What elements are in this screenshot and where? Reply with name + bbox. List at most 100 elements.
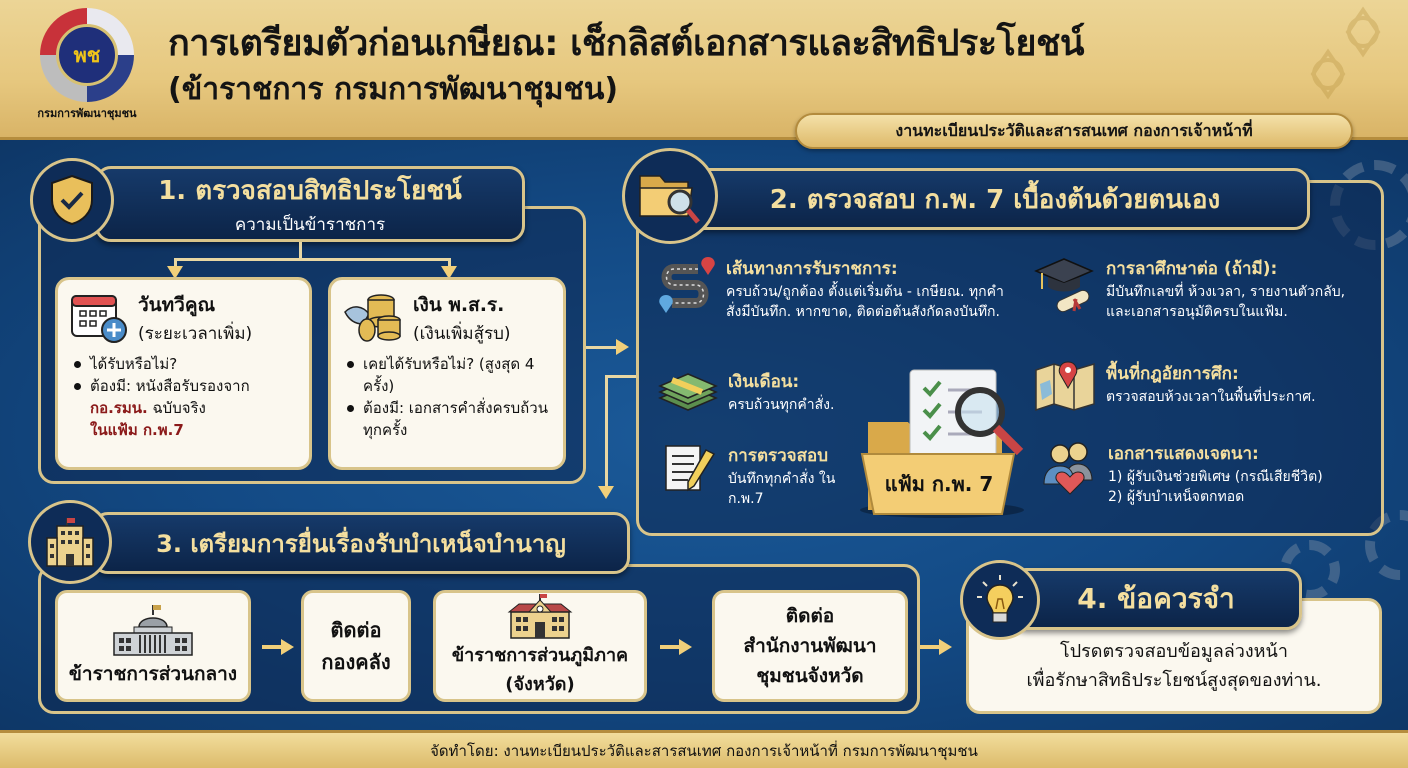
reminder-text: เพื่อรักษาสิทธิประโยชน์สูงสุดของท่าน.	[1026, 670, 1322, 691]
card-bullets: ได้รับหรือไม่? ต้องมี: หนังสือรับรองจาก	[70, 353, 297, 397]
item-title: การตรวจสอบ	[728, 446, 829, 466]
capitol-building-icon	[113, 605, 193, 656]
arrow-down-icon	[598, 486, 614, 499]
arrow-down-icon	[441, 266, 457, 279]
office-building-icon	[46, 518, 94, 567]
card-subtitle: (เงินเพิ่มสู้รบ)	[413, 324, 511, 344]
flow-regional-officials: ข้าราชการส่วนภูมิภาค (จังหวัด)	[433, 590, 647, 702]
connector-line	[605, 375, 637, 378]
item-title: การลาศึกษาต่อ (ถ้ามี):	[1106, 259, 1278, 279]
bullet-item: ได้รับหรือไม่?	[70, 353, 297, 375]
kp7-folder-illustration: แฟ้ม ก.พ. 7	[852, 362, 1032, 522]
highlight-kp7-file: ในแฟ้ม ก.พ.7	[90, 421, 184, 439]
footer-credit: จัดทำโดย: งานทะเบียนประวัติและสารสนเทศ ก…	[430, 741, 978, 760]
item-title: เงินเดือน:	[728, 372, 800, 392]
flow-label: ติดต่อ	[785, 605, 835, 627]
flow-label: (จังหวัด)	[505, 674, 575, 695]
gear-decoration-icon	[1365, 510, 1408, 580]
road-map-pin-icon	[659, 257, 715, 313]
bullet-item: ต้องมี: หนังสือรับรองจาก	[70, 375, 297, 397]
flow-label: ชุมชนจังหวัด	[756, 665, 864, 687]
connector-line	[586, 346, 618, 349]
flow-label: กองคลัง	[321, 650, 391, 674]
item-text: มีบันทึกเลขที่ ห้วงเวลา, รายงานตัวกลับ, …	[1106, 284, 1346, 320]
card-title: เงิน พ.ส.ร.	[413, 294, 505, 316]
flow-contact-finance: ติดต่อ กองคลัง	[301, 590, 411, 702]
arrow-right-icon	[939, 639, 952, 655]
section2-title: 2. ตรวจสอบ ก.พ. 7 เบื้องต้นด้วยตนเอง	[769, 184, 1221, 215]
section4-title: 4. ข้อควรจำ	[1077, 582, 1235, 615]
people-heart-icon	[1043, 442, 1093, 495]
highlight-isoc: กอ.รมน.	[90, 399, 148, 417]
item-text: 1) ผู้รับเงินช่วยพิเศษ (กรณีเสียชีวิต)	[1108, 469, 1323, 485]
lightbulb-icon	[977, 575, 1023, 623]
connector-line	[299, 242, 302, 260]
item-title: พื้นที่กฎอัยการศึก:	[1106, 364, 1239, 384]
arrow-right-icon	[679, 639, 692, 655]
section1-subtitle: ความเป็นข้าราชการ	[234, 215, 386, 235]
shield-check-icon	[51, 174, 93, 226]
section3-title: 3. เตรียมการยื่นเรื่องรับบำเหน็จบำนาญ	[156, 529, 566, 558]
winged-coins-icon	[344, 294, 401, 342]
connector-line	[920, 645, 940, 649]
item-text: บันทึกทุกคำสั่ง ใน ก.พ.7	[728, 471, 836, 507]
thai-ornament-icon	[1310, 6, 1381, 100]
section3-header: 3. เตรียมการยื่นเรื่องรับบำเหน็จบำนาญ	[92, 512, 630, 574]
item-verification: การตรวจสอบ บันทึกทุกคำสั่ง ใน ก.พ.7	[662, 442, 862, 509]
item-text: ตรวจสอบห้วงเวลาในพื้นที่ประกาศ.	[1106, 389, 1316, 405]
arrow-right-icon	[281, 639, 294, 655]
item-study-leave: การลาศึกษาต่อ (ถ้ามี): มีบันทึกเลขที่ ห้…	[1034, 255, 1379, 322]
card-combat-allowance: เงิน พ.ส.ร. (เงินเพิ่มสู้รบ) เคยได้รับหร…	[328, 277, 566, 470]
connector-line	[448, 258, 451, 270]
flow-contact-provincial-office: ติดต่อ สำนักงานพัฒนา ชุมชนจังหวัด	[712, 590, 908, 702]
card-bullets: เคยได้รับหรือไม่? (สูงสุด 4 ครั้ง) ต้องม…	[343, 353, 551, 441]
page-subtitle: (ข้าราชการ กรมการพัฒนาชุมชน)	[168, 72, 619, 107]
item-title: เอกสารแสดงเจตนา:	[1108, 444, 1259, 464]
arrow-right-icon	[616, 339, 629, 355]
flow-label: สำนักงานพัฒนา	[743, 635, 877, 657]
item-title: เส้นทางการรับราชการ:	[726, 259, 898, 279]
highlight-text: ฉบับจริง	[147, 399, 206, 417]
connector-line	[175, 258, 450, 261]
item-declaration-documents: เอกสารแสดงเจตนา: 1) ผู้รับเงินช่วยพิเศษ …	[1040, 440, 1385, 507]
section1-title: 1. ตรวจสอบสิทธิประโยชน์	[158, 176, 462, 206]
flow-arrow-line	[262, 645, 282, 649]
flow-label: ข้าราชการส่วนกลาง	[68, 663, 238, 685]
card-double-service-time: วันทวีคูณ (ระยะเวลาเพิ่ม) ได้รับหรือไม่?…	[55, 277, 312, 470]
flow-central-officials: ข้าราชการส่วนกลาง	[55, 590, 251, 702]
office-banner: งานทะเบียนประวัติและสารสนเทศ กองการเจ้าห…	[795, 113, 1353, 149]
folder-checklist-icon	[860, 369, 1024, 518]
map-pin-icon	[1035, 361, 1095, 412]
header: พช กรมการพัฒนาชุมชน การเตรียมตัวก่อนเกษี…	[0, 0, 1408, 140]
section1-header: 1. ตรวจสอบสิทธิประโยชน์ ความเป็นข้าราชกา…	[95, 166, 525, 242]
section4-icon-badge	[960, 560, 1040, 640]
logo-caption: กรมการพัฒนาชุมชน	[37, 107, 137, 120]
section3-icon-badge	[28, 500, 112, 584]
bullet-item: เคยได้รับหรือไม่? (สูงสุด 4 ครั้ง)	[343, 353, 551, 397]
item-text: 2) ผู้รับบำเหน็จตกทอด	[1108, 489, 1245, 505]
folder-label: แฟ้ม ก.พ. 7	[884, 472, 994, 496]
item-text: ครบถ้วน/ถูกต้อง ตั้งแต่เริ่มต้น - เกษียณ…	[726, 284, 1004, 320]
connector-line	[174, 258, 177, 270]
item-salary: เงินเดือน: ครบถ้วนทุกคำสั่ง.	[658, 368, 908, 415]
item-martial-law-area: พื้นที่กฎอัยการศึก: ตรวจสอบห้วงเวลาในพื้…	[1034, 360, 1379, 412]
footer: จัดทำโดย: งานทะเบียนประวัติและสารสนเทศ ก…	[0, 730, 1408, 768]
flow-label: ข้าราชการส่วนภูมิภาค	[451, 645, 629, 666]
flow-arrow-line	[660, 645, 680, 649]
page-title: การเตรียมตัวก่อนเกษียณ: เช็กลิสต์เอกสารแ…	[168, 23, 1085, 64]
section1-icon-badge	[30, 158, 114, 242]
calendar-plus-icon	[71, 295, 127, 343]
card-title: วันทวีคูณ	[138, 294, 216, 316]
school-building-icon	[507, 594, 573, 639]
item-service-path: เส้นทางการรับราชการ: ครบถ้วน/ถูกต้อง ตั้…	[658, 255, 1038, 322]
connector-line	[605, 375, 608, 490]
reminder-text: โปรดตรวจสอบข้อมูลล่วงหน้า	[1060, 641, 1288, 662]
main-area: 1. ตรวจสอบสิทธิประโยชน์ ความเป็นข้าราชกา…	[0, 140, 1408, 730]
document-pencil-icon	[665, 445, 716, 492]
item-text: ครบถ้วนทุกคำสั่ง.	[728, 397, 835, 413]
money-stack-icon	[658, 373, 718, 411]
section2-header: 2. ตรวจสอบ ก.พ. 7 เบื้องต้นด้วยตนเอง	[680, 168, 1310, 230]
section4-header: 4. ข้อควรจำ	[1010, 568, 1302, 630]
department-logo: พช	[40, 8, 134, 102]
section2-icon-badge	[622, 148, 718, 244]
